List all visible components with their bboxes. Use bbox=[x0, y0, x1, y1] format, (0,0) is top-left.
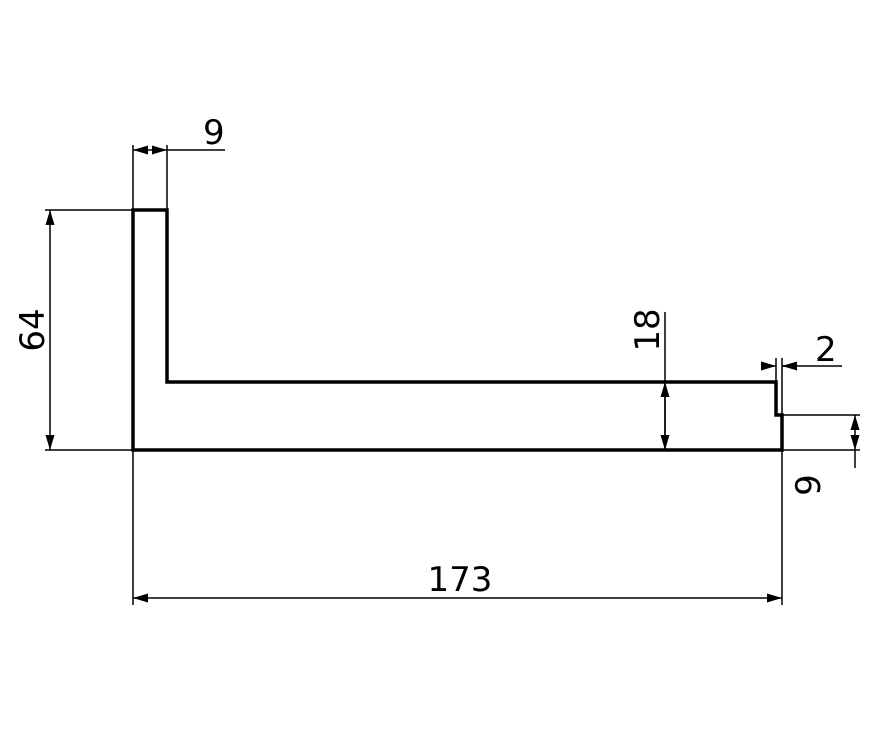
top-flange-label: 9 bbox=[203, 113, 225, 153]
profile-outline bbox=[131, 208, 784, 452]
dimension-top-flange: 9 bbox=[132, 113, 225, 210]
dimension-base-thickness: 18 bbox=[628, 308, 670, 450]
dimension-step-height: 9 bbox=[782, 414, 860, 496]
overall-height-label: 64 bbox=[13, 308, 53, 351]
dimension-overall-length: 173 bbox=[132, 450, 783, 605]
overall-length-label: 173 bbox=[428, 560, 493, 600]
dimension-step-width: 2 bbox=[761, 330, 842, 415]
step-height-label: 9 bbox=[789, 474, 829, 496]
base-thickness-label: 18 bbox=[628, 308, 668, 351]
step-width-label: 2 bbox=[815, 330, 837, 370]
dimension-overall-height: 64 bbox=[13, 209, 133, 451]
